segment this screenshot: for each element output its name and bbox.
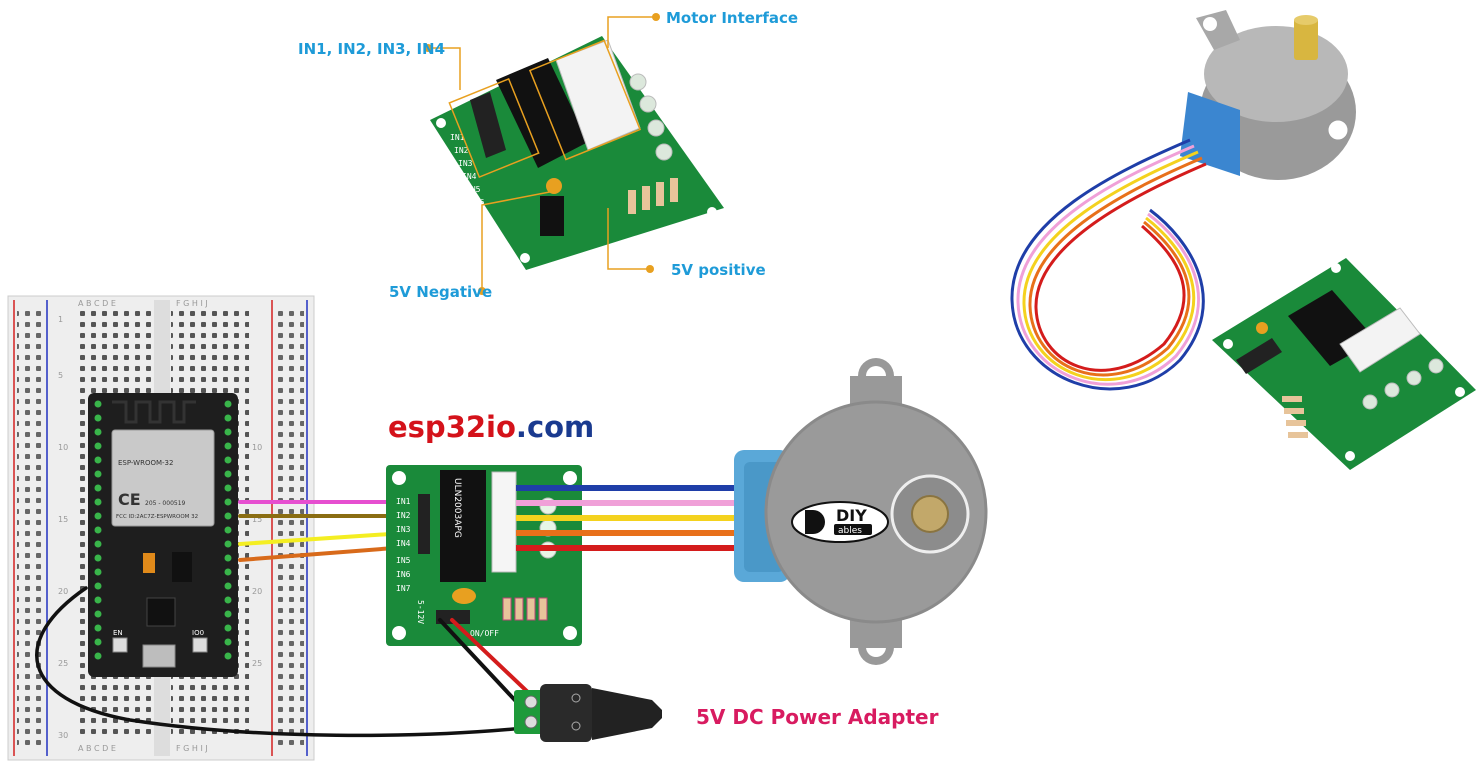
- photo-pin: IN5: [466, 185, 481, 194]
- driver-power-label: 5-12V: [416, 600, 425, 624]
- row-number: 20: [58, 587, 68, 596]
- driver-pin: IN3: [396, 525, 411, 534]
- ce-mark: CE: [118, 490, 141, 509]
- motor-logo-sub: ables: [838, 526, 862, 536]
- photo-motor: [1180, 10, 1356, 180]
- driver-pin: IN5: [396, 556, 411, 565]
- row-number: 15: [252, 515, 262, 524]
- row-number: 20: [252, 587, 262, 596]
- photo-pin: IN1: [450, 133, 465, 142]
- photo-pin: IN2: [454, 146, 469, 155]
- driver-pin: IN6: [396, 570, 411, 579]
- brand-part2: .com: [516, 410, 594, 444]
- wire-ground: [35, 586, 526, 738]
- uln2003-driver-board: ULN2003APG IN1 IN2 IN3 IN4 IN5 IN6 IN7 5…: [386, 465, 582, 646]
- driver-pin: IN1: [396, 497, 411, 506]
- photo-pin: IN4: [462, 172, 477, 181]
- callout-5v-positive: 5V positive: [671, 261, 766, 279]
- motor-wires: [516, 485, 738, 551]
- breadboard-cols-left-bottom: A B C D E: [78, 744, 116, 753]
- row-number: 25: [252, 659, 262, 668]
- wire-power-negative: [438, 618, 528, 714]
- row-number: 10: [252, 443, 262, 452]
- callout-dots: [424, 13, 660, 295]
- motor-logo-main: DIY: [836, 506, 867, 525]
- photo-driver-board: [1212, 258, 1476, 470]
- brand-part1: esp32io: [388, 410, 516, 444]
- breadboard-cols-left-top: A B C D E: [78, 299, 116, 308]
- driver-resistors: [502, 597, 548, 621]
- breadboard-cols-right-bottom: F G H I J: [176, 744, 208, 753]
- esp32-en-label: EN: [113, 629, 123, 637]
- driver-pin: IN4: [396, 539, 411, 548]
- esp32-reg: 205 - 000519: [145, 500, 186, 507]
- esp32-io0-label: IO0: [192, 629, 204, 637]
- driver-switch-label: ON/OFF: [470, 629, 499, 638]
- photo-pin: IN6: [470, 198, 485, 207]
- driver-board-photo: IN1 IN2 IN3 IN4 IN5 IN6 IN7: [430, 36, 724, 270]
- row-number: 25: [58, 659, 68, 668]
- driver-pin: IN2: [396, 511, 411, 520]
- driver-pin: IN7: [396, 584, 411, 593]
- power-wires: [35, 586, 536, 738]
- row-number: 1: [58, 315, 63, 324]
- breadboard-cols-right-top: F G H I J: [176, 299, 208, 308]
- product-photo: [1010, 10, 1476, 470]
- photo-pin: IN3: [458, 159, 473, 168]
- callout-lines: [428, 16, 656, 291]
- stepper-motor: DIY ables: [734, 358, 988, 665]
- row-number: 10: [58, 443, 68, 452]
- photo-cable: [1010, 138, 1207, 391]
- row-number: 30: [58, 731, 68, 740]
- row-number: 5: [58, 371, 63, 380]
- callout-motor-interface: Motor Interface: [666, 9, 798, 27]
- wire-power-positive: [450, 618, 536, 700]
- brand-title: esp32io.com: [388, 410, 594, 444]
- dc-power-adapter-jack: [514, 684, 662, 742]
- esp32-fcc: FCC ID:2AC7Z-ESPWROOM 32: [116, 514, 198, 520]
- esp32-board: ESP-WROOM-32 CE 205 - 000519 FCC ID:2AC7…: [88, 393, 238, 677]
- esp32-module-name: ESP-WROOM-32: [118, 459, 173, 467]
- breadboard: A B C D E F G H I J A B C D E F G H I J …: [7, 295, 315, 761]
- row-number: 15: [58, 515, 68, 524]
- power-adapter-label: 5V DC Power Adapter: [696, 705, 939, 729]
- callout-5v-negative: 5V Negative: [389, 283, 492, 301]
- diyables-logo: DIY ables: [791, 501, 889, 543]
- uln2003-chip-label: ULN2003APG: [452, 478, 462, 538]
- callout-in-pins: IN1, IN2, IN3, IN4: [298, 40, 445, 58]
